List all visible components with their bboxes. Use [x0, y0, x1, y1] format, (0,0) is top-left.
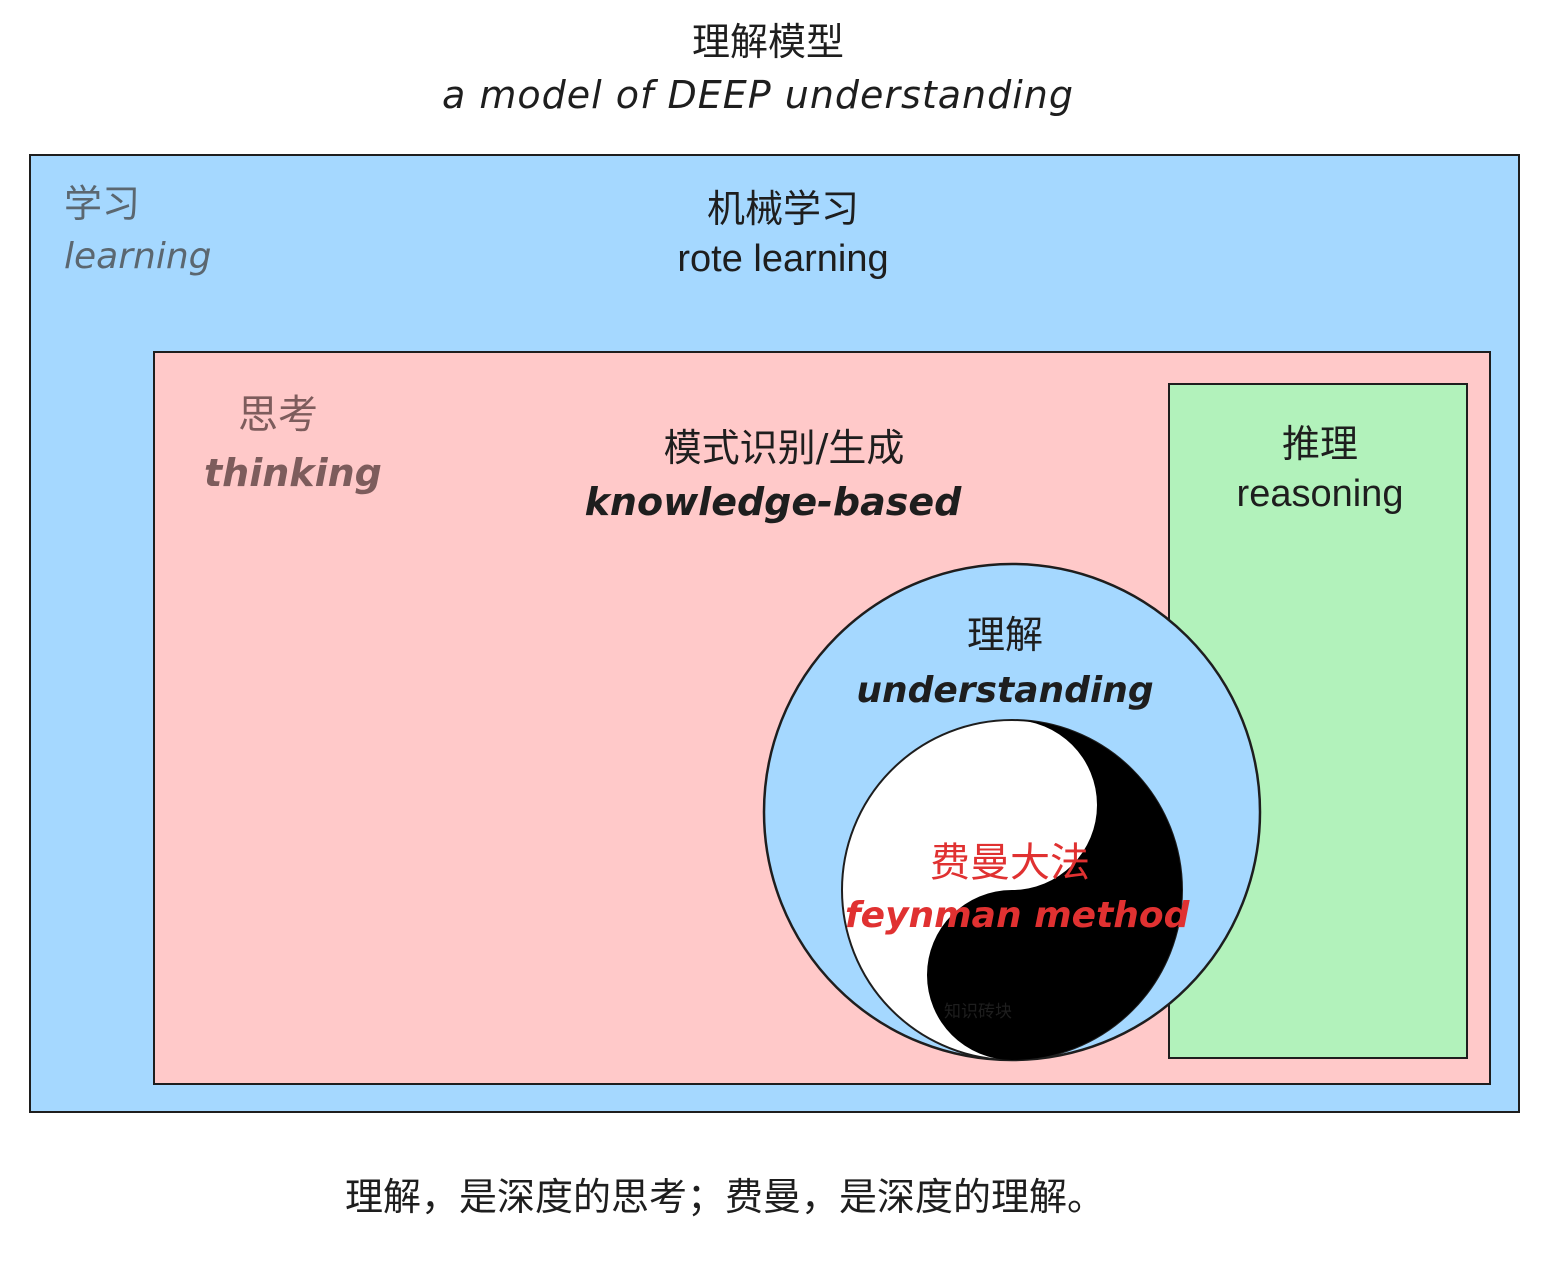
thinking-label-cn: 思考 [238, 392, 318, 438]
understanding-label-en: understanding [856, 670, 1154, 711]
reasoning-label-cn: 推理 [1281, 422, 1358, 466]
learning-label-en: learning [64, 236, 212, 277]
feynman-method-label-cn: 费曼大法 [930, 840, 1090, 886]
reasoning-label-en: reasoning [1236, 473, 1404, 515]
learning-label-cn: 学习 [64, 182, 141, 226]
thinking-label-en: thinking [204, 451, 382, 495]
understanding-label-cn: 理解 [966, 613, 1043, 657]
diagram-title-cn: 理解模型 [691, 20, 844, 64]
diagram-title-en: a model of DEEP understanding [442, 73, 1074, 117]
knowledge-relation-label: 知识关联 [1011, 757, 1079, 777]
pattern-recognition-label-cn: 模式识别/生成 [663, 426, 905, 470]
rote-learning-label-en: rote learning [677, 238, 889, 280]
feynman-method-label-en: feynman method [845, 895, 1190, 936]
rote-learning-label-cn: 机械学习 [706, 187, 859, 231]
pattern-recognition-label-en: knowledge-based [584, 480, 962, 524]
diagram-caption: 理解，是深度的思考；费曼，是深度的理解。 [344, 1175, 1105, 1219]
knowledge-brick-label: 知识砖块 [944, 1002, 1012, 1022]
